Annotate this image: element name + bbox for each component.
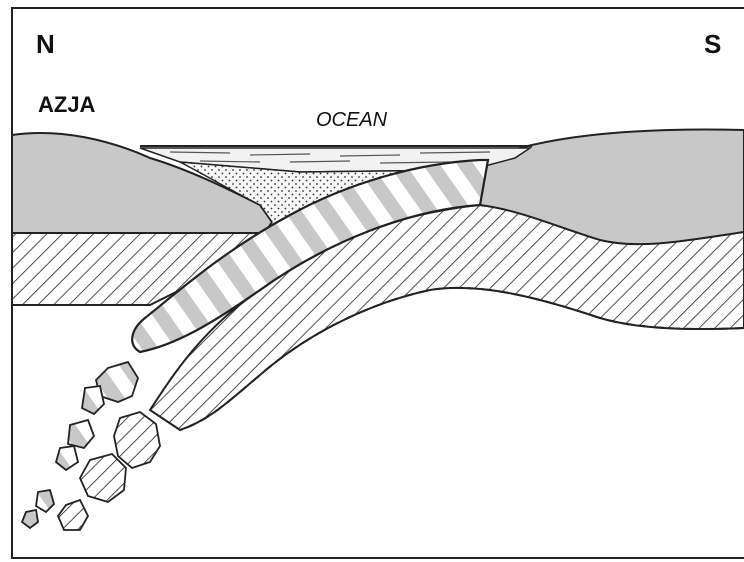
ocean-label: OCEAN (316, 109, 388, 131)
south-label: S (704, 29, 721, 59)
continent-label: AZJA (38, 92, 96, 117)
north-label: N (36, 29, 55, 59)
